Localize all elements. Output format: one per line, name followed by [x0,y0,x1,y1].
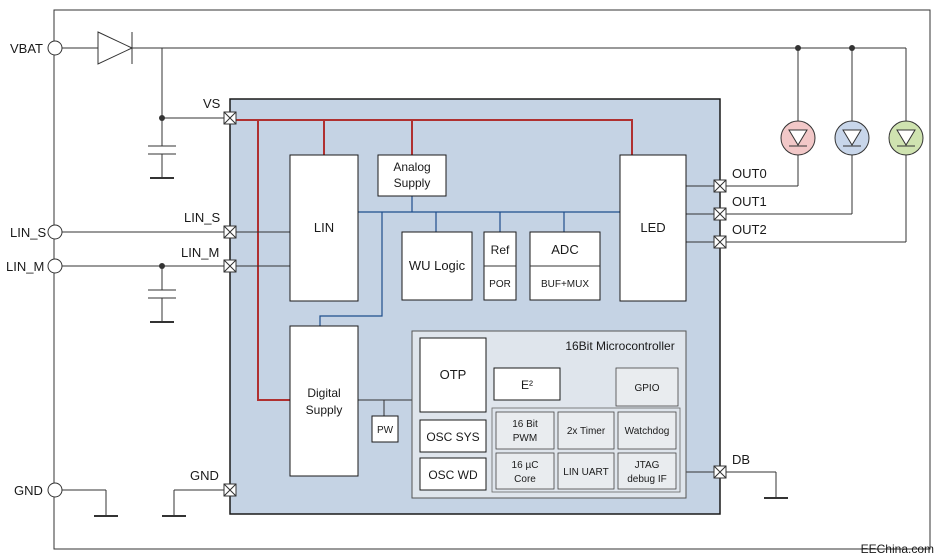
gpio-block [615,367,679,407]
digital-supply-block [289,325,359,477]
lin-uart-block [557,452,615,490]
lin-m-terminal [47,258,63,274]
led-blue-icon [834,120,870,156]
gnd-ext-label: GND [14,483,43,498]
wu-logic-label: WU Logic [409,258,466,273]
gnd-terminal [47,482,63,498]
capacitor-icon [148,145,176,155]
lin-m-pin-label: LIN_M [181,245,219,260]
pin-out1 [713,207,727,221]
osc-wd-block [419,457,487,491]
vbat-label: VBAT [10,41,43,56]
analog-supply-label-2: Supply [394,176,431,190]
core-label-1: 16 µC [512,460,539,471]
mcu-title: 16Bit Microcontroller [565,339,674,353]
pin-db [713,465,727,479]
analog-supply-label-1: Analog [393,160,430,174]
digital-supply-label-2: Supply [306,403,343,417]
vs-label: VS [203,96,221,111]
analog-supply-block [377,154,447,197]
lin-block-label: LIN [314,220,334,235]
ref-label: Ref [491,243,510,257]
gnd-pin-label: GND [190,468,219,483]
adc-label: ADC [551,242,578,257]
timer-label: 2x Timer [567,426,606,437]
pin-out2 [713,235,727,249]
lin-s-ext-label: LIN_S [10,225,46,240]
vs-power-rail [236,119,633,155]
lin-s-pin-label: LIN_S [184,210,220,225]
lin-s-terminal [47,224,63,240]
led-red-icon [780,120,816,156]
db-label: DB [732,452,750,467]
pin-vs [223,111,237,125]
digital-supply-label-1: Digital [307,386,340,400]
vbat-terminal [47,40,63,56]
pin-lin-m [223,259,237,273]
osc-wd-label: OSC WD [428,468,478,482]
out1-label: OUT1 [732,194,767,209]
lin-block [289,154,359,302]
jtag-block [617,452,677,490]
osc-sys-label: OSC SYS [426,430,479,444]
outer-frame [53,9,931,550]
led-block-label: LED [640,220,665,235]
core-block [495,452,555,490]
capacitor-icon [148,289,176,299]
lin-uart-label: LIN UART [563,467,608,478]
osc-sys-block [419,419,487,453]
jtag-label-2: debug IF [627,474,666,485]
gpio-label: GPIO [634,383,659,394]
led-block [619,154,687,302]
watermark: EEChina.com [861,542,934,556]
buf-mux-label: BUF+MUX [541,279,589,290]
out0-label: OUT0 [732,166,767,181]
por-label: POR [489,279,511,290]
jtag-label-1: JTAG [635,460,660,471]
e2-label: E² [521,378,533,392]
e2-block [493,367,561,401]
pwm-block [495,411,555,450]
pw-block [371,415,399,443]
core-label-2: Core [514,474,536,485]
watchdog-label: Watchdog [625,426,670,437]
otp-label: OTP [440,367,467,382]
lin-m-ext-label: LIN_M [6,259,44,274]
wu-logic-block [401,231,473,301]
pwm-label-2: PWM [513,433,537,444]
pw-label: PW [377,425,394,436]
led-green-icon [888,120,924,156]
diode-icon [97,31,134,65]
timer-block [557,411,615,450]
pin-out0 [713,179,727,193]
out2-label: OUT2 [732,222,767,237]
otp-block [419,337,487,413]
pwm-label-1: 16 Bit [512,419,538,430]
pin-lin-s [223,225,237,239]
watchdog-block [617,411,677,450]
pin-gnd [223,483,237,497]
